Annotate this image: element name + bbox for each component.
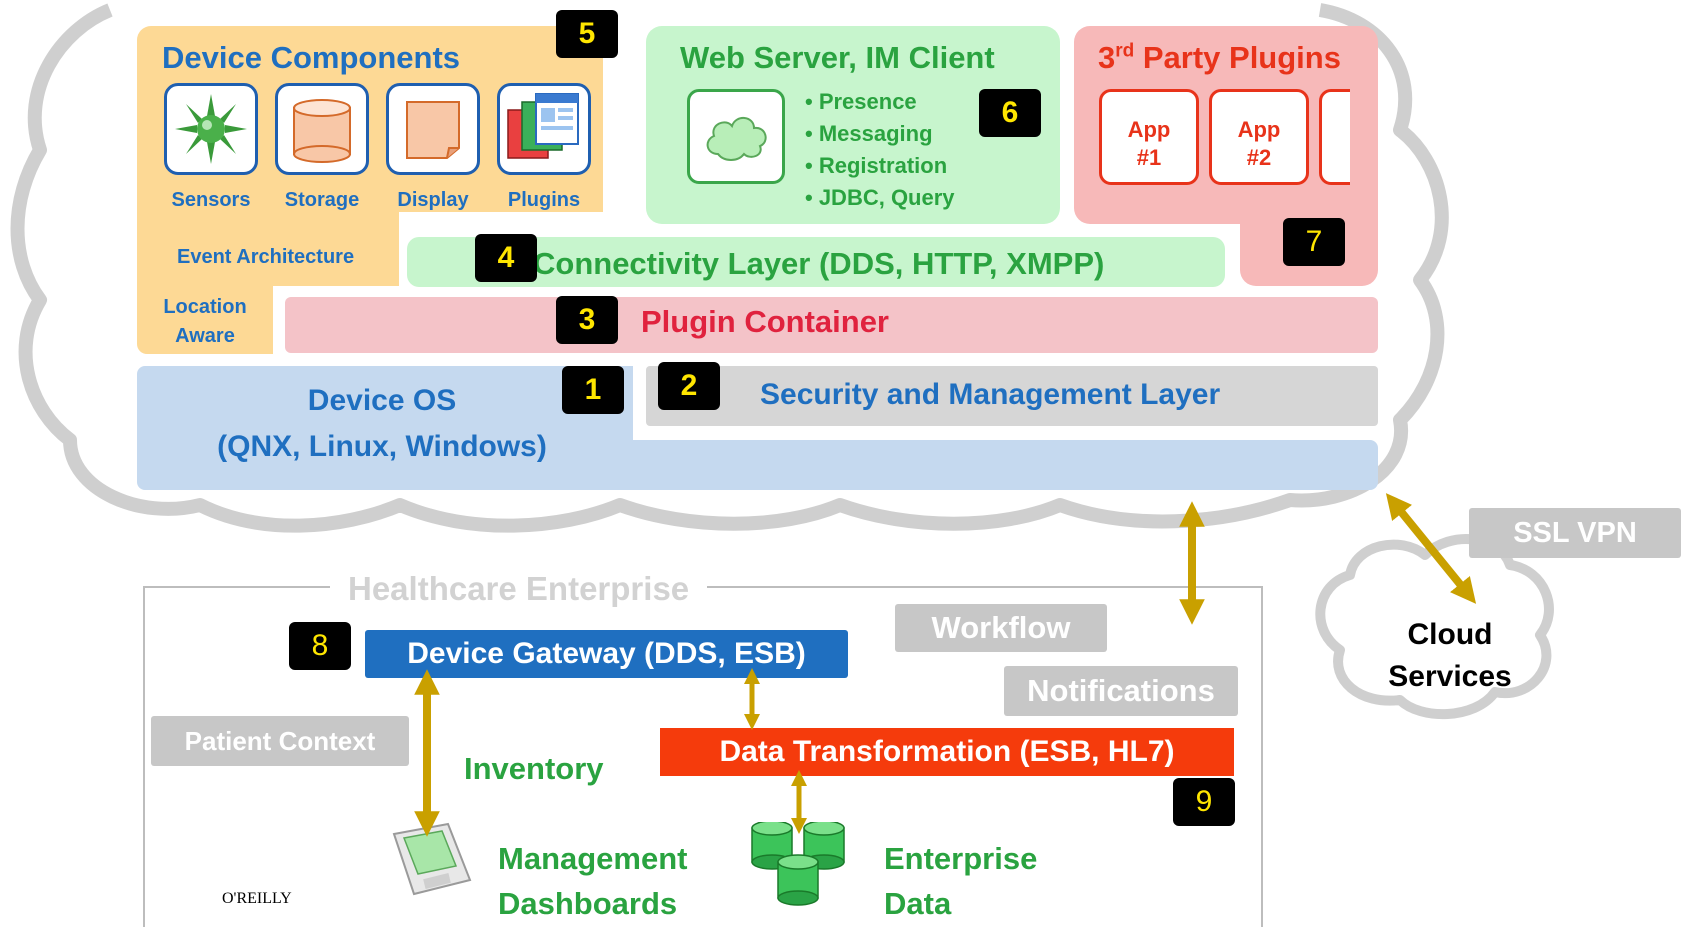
device-os-line1: Device OS bbox=[307, 384, 457, 417]
storage-icon bbox=[293, 99, 351, 163]
third-party-title-num: 3 bbox=[1098, 40, 1116, 75]
inventory-label: Inventory bbox=[464, 751, 604, 786]
dashboards-line1: Management bbox=[498, 841, 688, 876]
bullet-presence: • Presence bbox=[805, 89, 917, 114]
badge-1: 1 bbox=[562, 366, 624, 414]
location-aware-line1: Location bbox=[163, 296, 247, 318]
plugins-label: Plugins bbox=[507, 189, 581, 211]
location-aware-label: Location Aware bbox=[139, 293, 271, 351]
management-dashboards-label: Management Dashboards bbox=[498, 836, 687, 926]
device-components-title: Device Components bbox=[162, 40, 461, 75]
badge-4: 4 bbox=[475, 234, 537, 282]
sensors-box bbox=[164, 83, 258, 175]
event-architecture-label: Event Architecture bbox=[177, 246, 355, 268]
badge-6: 6 bbox=[979, 89, 1041, 137]
app-2-box: App #2 bbox=[1209, 89, 1309, 185]
app-2-line2: #2 bbox=[1246, 145, 1272, 170]
app-1-line2: #1 bbox=[1136, 145, 1162, 170]
location-aware-line2: Aware bbox=[175, 325, 235, 347]
badge-2: 2 bbox=[658, 362, 720, 410]
plugins-box bbox=[497, 83, 591, 175]
third-party-title-sup: rd bbox=[1115, 40, 1135, 62]
storage-box bbox=[275, 83, 369, 175]
display-icon bbox=[406, 101, 460, 159]
security-layer-label: Security and Management Layer bbox=[760, 378, 1221, 411]
badge-9: 9 bbox=[1173, 778, 1235, 826]
event-architecture-panel bbox=[137, 210, 399, 286]
database-icon bbox=[751, 822, 845, 906]
patient-context-label: Patient Context bbox=[151, 716, 409, 766]
plugin-container-label: Plugin Container bbox=[641, 304, 889, 339]
location-aware-panel bbox=[137, 284, 273, 354]
dashboard-device-icon bbox=[392, 822, 472, 896]
device-os-line2: (QNX, Linux, Windows) bbox=[217, 430, 547, 463]
storage-label: Storage bbox=[284, 189, 360, 211]
badge-8: 8 bbox=[289, 622, 351, 670]
display-box bbox=[386, 83, 480, 175]
security-layer-bar bbox=[646, 366, 1378, 426]
web-server-icon-box bbox=[687, 89, 785, 184]
ssl-vpn-label: SSL VPN bbox=[1469, 508, 1681, 558]
badge-5: 5 bbox=[556, 10, 618, 58]
device-os-bottom-strip bbox=[600, 440, 1378, 490]
connectivity-layer-bar bbox=[407, 237, 1225, 287]
cloud-services-label: Cloud Services bbox=[1360, 614, 1540, 698]
web-server-bullets: • Presence • Messaging • Registration • … bbox=[805, 86, 955, 214]
app-3-box-partial bbox=[1319, 89, 1350, 185]
cloud-services-line1: Cloud bbox=[1407, 618, 1493, 651]
bullet-jdbc-query: • JDBC, Query bbox=[805, 185, 955, 210]
third-party-title-rest: Party Plugins bbox=[1134, 40, 1341, 75]
bullet-registration: • Registration bbox=[805, 153, 948, 178]
app-1-line1: App bbox=[1127, 117, 1171, 142]
third-party-title: 3rd Party Plugins bbox=[1098, 40, 1341, 76]
oreilly-logo: O'REILLY bbox=[222, 890, 292, 907]
connectivity-layer-label: Connectivity Layer (DDS, HTTP, XMPP) bbox=[533, 246, 1105, 281]
plugins-icon bbox=[507, 93, 579, 159]
dashboards-line2: Dashboards bbox=[498, 886, 678, 921]
badge-7: 7 bbox=[1283, 218, 1345, 266]
workflow-label: Workflow bbox=[895, 604, 1107, 652]
device-os-label: Device OS (QNX, Linux, Windows) bbox=[137, 378, 627, 470]
display-label: Display bbox=[397, 189, 469, 211]
device-gateway-box: Device Gateway (DDS, ESB) bbox=[365, 630, 848, 678]
notifications-label: Notifications bbox=[1004, 666, 1238, 716]
badge-3: 3 bbox=[556, 296, 618, 344]
sensor-icon bbox=[175, 94, 247, 164]
web-server-title: Web Server, IM Client bbox=[680, 40, 995, 75]
enterprise-data-line2: Data bbox=[884, 886, 952, 921]
bullet-messaging: • Messaging bbox=[805, 121, 933, 146]
cloud-icon bbox=[706, 117, 767, 161]
app-2-line1: App bbox=[1237, 117, 1281, 142]
healthcare-enterprise-title: Healthcare Enterprise bbox=[330, 570, 708, 608]
enterprise-data-line1: Enterprise bbox=[884, 841, 1038, 876]
device-os-box bbox=[137, 366, 633, 490]
device-cloud-outline bbox=[10, 3, 1449, 533]
data-transformation-box: Data Transformation (ESB, HL7) bbox=[660, 728, 1234, 776]
plugin-container-bar bbox=[285, 297, 1378, 353]
sensors-label: Sensors bbox=[171, 189, 251, 211]
enterprise-data-label: Enterprise Data bbox=[884, 836, 1037, 926]
cloud-services-line2: Services bbox=[1388, 660, 1512, 693]
app-1-box: App #1 bbox=[1099, 89, 1199, 185]
